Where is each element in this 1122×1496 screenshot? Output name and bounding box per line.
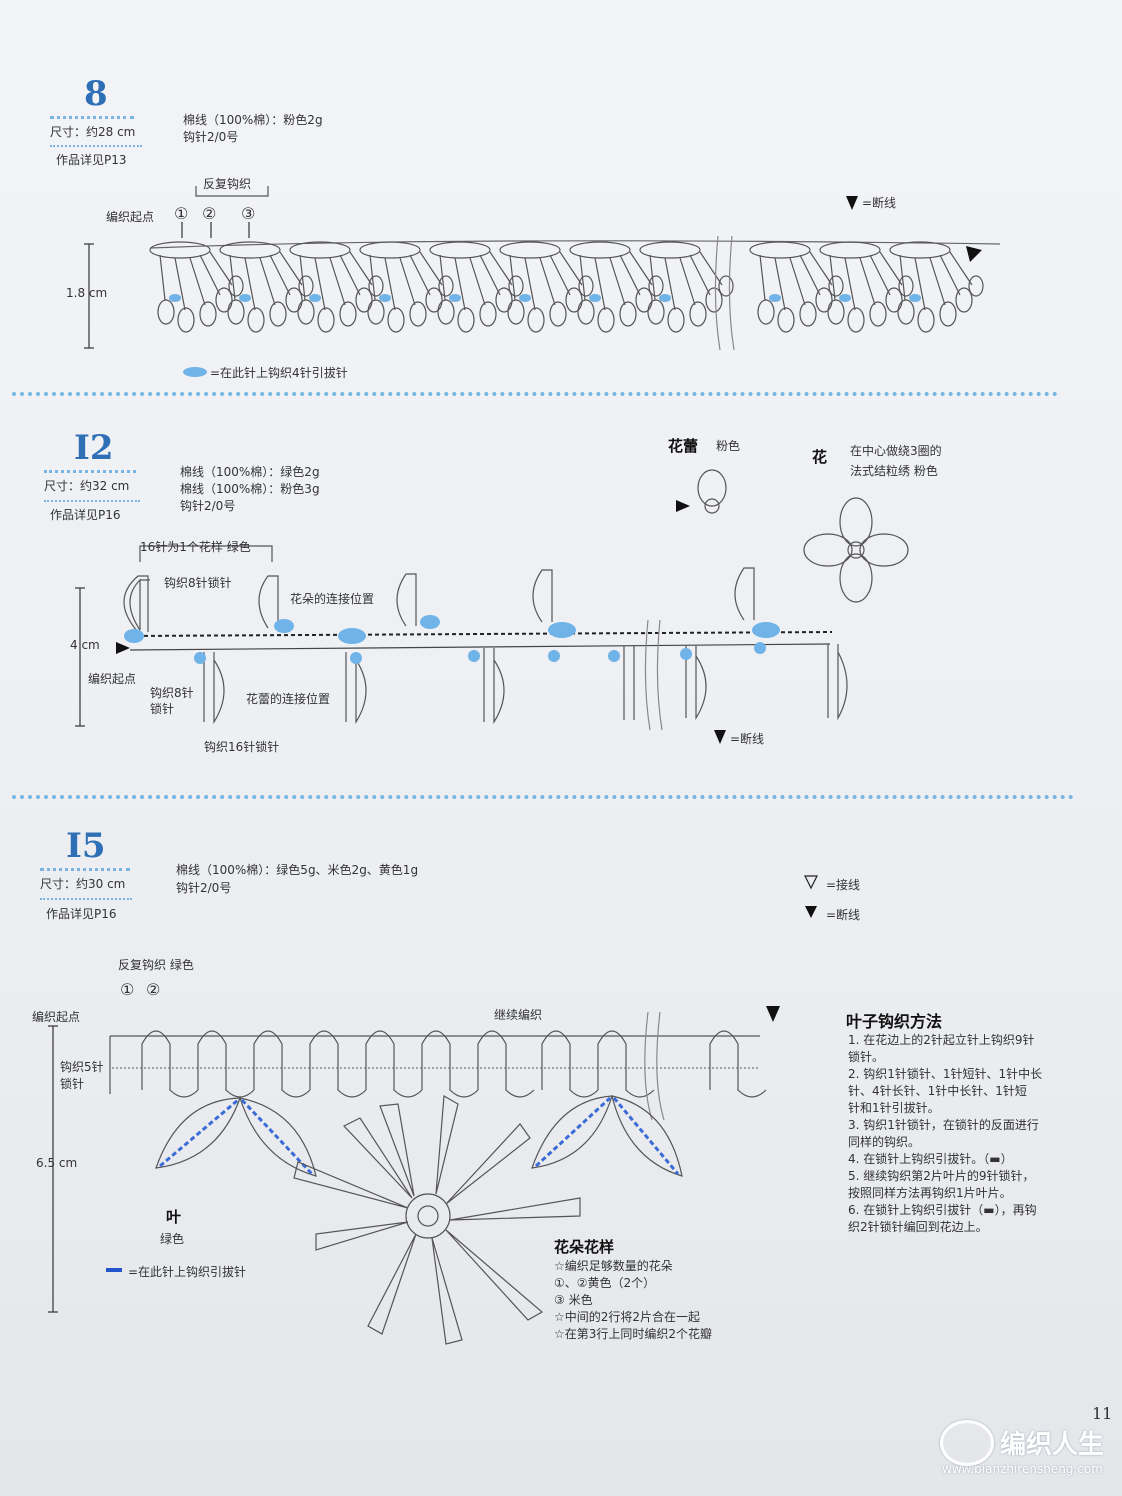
section-8-number: 8 (84, 74, 108, 114)
leaf-step: 3. 钩织1针锁针，在锁针的反面进行 (848, 1118, 1039, 1132)
section-8-material-2: 钩针2/0号 (183, 130, 239, 144)
leaf-label: 叶 (166, 1208, 182, 1226)
leaf-step: 锁针。 (848, 1050, 885, 1064)
circle-3: ③ (241, 204, 256, 223)
leaf-step: 2. 钩织1针锁针、1针短针、1针中长 (848, 1067, 1043, 1081)
section-15-legend-slip: =在此针上钩织引拔针 (128, 1265, 247, 1279)
leaf-method-title: 叶子钩织方法 (846, 1012, 943, 1031)
chain16: 钩织16针锁针 (204, 740, 280, 754)
flower-note: ③ 米色 (554, 1293, 593, 1307)
leaf-method-steps: 1. 在花边上的2针起立针上钩织9针 锁针。 2. 钩织1针锁针、1针短针、1针… (848, 1032, 1042, 1236)
section-8-legend-slip: =在此针上钩织4针引拔针 (210, 366, 348, 380)
continue-knitting: 继续编织 (494, 1008, 543, 1022)
leaf-step: 按照同样方法再钩织1片叶片。 (848, 1186, 1012, 1200)
chain8-bottom-2: 锁针 (150, 702, 175, 716)
section-12-start: 编织起点 (88, 672, 137, 686)
circle-1: ① (120, 980, 135, 999)
flower-desc-1: 在中心做绕3圈的 (850, 444, 942, 458)
circle-2: ② (202, 204, 217, 223)
divider (50, 145, 142, 147)
chain8-top: 钩织8针锁针 (164, 576, 232, 590)
section-8-repeat: 反复钩织 (203, 177, 252, 191)
section-divider-2 (12, 795, 1074, 799)
leaf-step: 6. 在锁针上钩织引拔针（▬），再钩 (848, 1203, 1037, 1217)
section-15-diagram (48, 875, 818, 1345)
bud-title: 花蕾 (668, 437, 699, 455)
page-number: 11 (1092, 1404, 1113, 1423)
flower-title: 花 (812, 448, 828, 466)
section-8-height: 1.8 cm (66, 286, 108, 300)
watermark-url: www.bianzhirensheng.com (942, 1462, 1103, 1476)
section-8-legend-end: =断线 (862, 196, 897, 210)
bud-link: 花蕾的连接位置 (246, 692, 331, 706)
section-15-repeat: 反复钩织 绿色 (118, 958, 194, 972)
section-8-start: 编织起点 (106, 210, 155, 224)
section-15-height: 6.5 cm (36, 1156, 78, 1170)
flower-desc-2: 法式结粒绣 粉色 (850, 464, 938, 478)
circle-1: ① (174, 204, 189, 223)
chain5-2: 锁针 (60, 1077, 85, 1091)
section-15-legend-end: =断线 (826, 908, 861, 922)
leaf-step: 针和1针引拔针。 (848, 1101, 940, 1115)
leaf-step: 织2针锁针编回到花边上。 (848, 1220, 988, 1234)
section-8-diagram (84, 186, 1001, 377)
section-15-start: 编织起点 (32, 1010, 81, 1024)
section-12-material-3: 钩针2/0号 (180, 499, 236, 513)
section-8-material-1: 棉线（100%棉）：粉色2g (183, 113, 323, 127)
chain8-bottom-1: 钩织8针 (150, 686, 194, 700)
section-12-height: 4 cm (70, 638, 100, 652)
flower-note: ☆中间的2行将2片合在一起 (554, 1310, 701, 1324)
section-12-material-1: 棉线（100%棉）：绿色2g (180, 465, 320, 479)
flower-note: ①、②黄色（2个） (554, 1276, 656, 1290)
section-12-legend-end: =断线 (730, 732, 765, 746)
section-15-legend-join: =接线 (826, 878, 861, 892)
divider (44, 500, 140, 502)
section-12-size: 尺寸：约32 cm (44, 479, 130, 493)
section-12-detail: 作品详见P16 (50, 508, 121, 522)
leaf-step: 同样的钩织。 (848, 1135, 921, 1149)
section-8-detail: 作品详见P13 (56, 153, 127, 167)
flower-note: ☆在第3行上同时编织2个花瓣 (554, 1327, 713, 1341)
section-8-size: 尺寸：约28 cm (50, 125, 136, 139)
bud-color: 粉色 (716, 439, 741, 453)
leaf-step: 5. 继续钩织第2片叶片的9针锁针， (848, 1169, 1035, 1183)
section-divider-1 (12, 392, 1058, 396)
flower-pattern-title: 花朵花样 (554, 1238, 615, 1256)
chain5-1: 钩织5针 (60, 1060, 104, 1074)
leaf-step: 针、4针长针、1针中长针、1针短 (848, 1084, 1027, 1098)
section-12-diagram (75, 469, 909, 744)
section-15-size: 尺寸：约30 cm (40, 877, 126, 891)
section-12-underline (44, 470, 136, 473)
leaf-step: 4. 在锁针上钩织引拔针。（▬） (848, 1152, 1013, 1166)
watermark-name: 编织人生 (1000, 1430, 1105, 1460)
section-12-number: I2 (74, 428, 114, 468)
watermark-logo-icon (940, 1420, 994, 1466)
circle-2: ② (146, 980, 161, 999)
flower-note: ☆编织足够数量的花朵 (554, 1259, 673, 1273)
leaf-color: 绿色 (160, 1232, 185, 1246)
section-15-material-1: 棉线（100%棉）：绿色5g、米色2g、黄色1g (176, 863, 419, 877)
divider (40, 898, 132, 900)
section-15-detail: 作品详见P16 (46, 907, 117, 921)
section-8-underline (50, 116, 134, 119)
flower-notes: ☆编织足够数量的花朵 ①、②黄色（2个） ③ 米色 ☆中间的2行将2片合在一起 … (554, 1258, 712, 1343)
section-15-number: I5 (66, 826, 106, 866)
section-15-underline (40, 868, 130, 871)
pattern-repeat: 16针为1个花样 绿色 (140, 540, 251, 554)
leaf-step: 1. 在花边上的2针起立针上钩织9针 (848, 1033, 1035, 1047)
section-12-material-2: 棉线（100%棉）：粉色3g (180, 482, 320, 496)
section-15-material-2: 钩针2/0号 (176, 881, 232, 895)
flower-link: 花朵的连接位置 (290, 592, 375, 606)
